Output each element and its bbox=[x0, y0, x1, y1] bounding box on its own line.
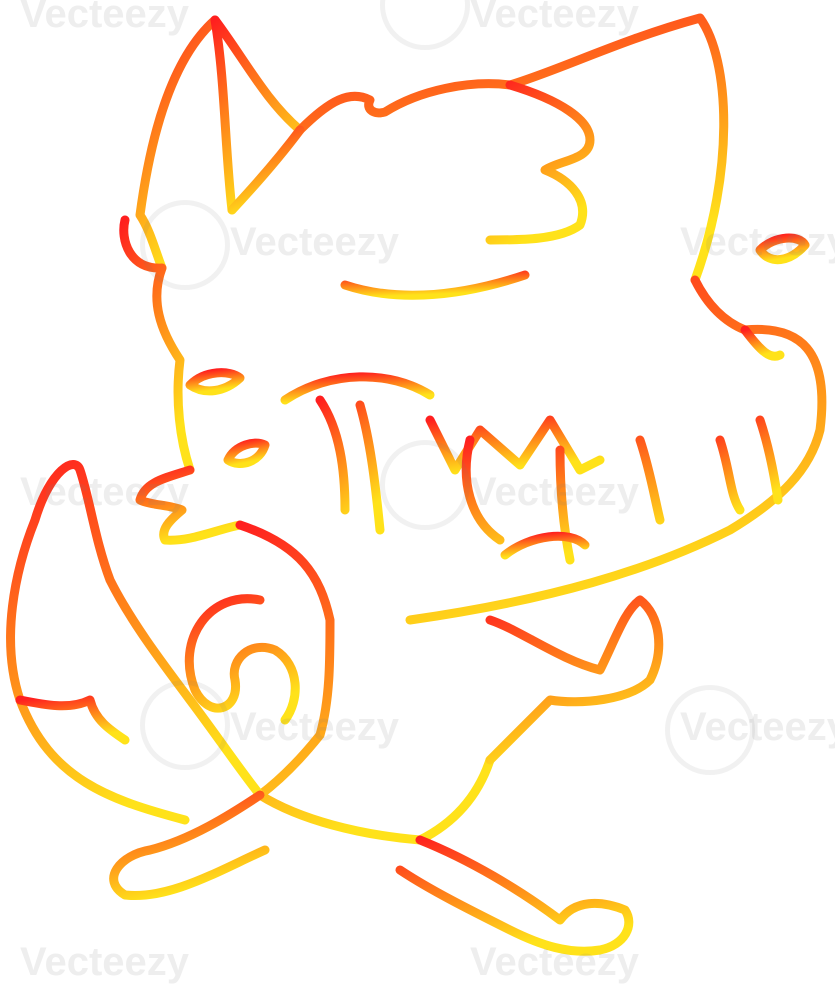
fox-body bbox=[235, 520, 495, 845]
fox-cheek-fur bbox=[227, 125, 305, 215]
fox-leg-front bbox=[395, 835, 634, 956]
fox-left-eye bbox=[185, 368, 245, 396]
fox-nose bbox=[740, 325, 785, 361]
fox-arm-left bbox=[184, 594, 300, 725]
fox-tail bbox=[6, 460, 265, 825]
fox-snout bbox=[135, 465, 245, 545]
fox-left-ear-inner bbox=[210, 15, 305, 215]
fox-closed-eye-upper bbox=[340, 270, 530, 300]
fox-tear-drips bbox=[461, 435, 665, 565]
fox-tail-tip bbox=[15, 695, 130, 745]
fox-left-ear bbox=[135, 15, 220, 273]
fox-arm-right bbox=[485, 595, 664, 765]
fox-crying-eye-left bbox=[280, 372, 435, 405]
fox-left-eye-lower bbox=[223, 438, 270, 468]
fox-side-tears bbox=[715, 415, 783, 515]
fox-flying-tear bbox=[755, 233, 810, 264]
fox-tear-stream-left bbox=[315, 395, 385, 535]
fox-sad-mouth bbox=[500, 531, 590, 560]
fox-face-left-outline bbox=[119, 215, 195, 475]
fox-jagged-tears bbox=[425, 415, 605, 475]
fox-leg-back bbox=[109, 790, 270, 901]
fox-fur-tuft-right bbox=[485, 80, 595, 245]
